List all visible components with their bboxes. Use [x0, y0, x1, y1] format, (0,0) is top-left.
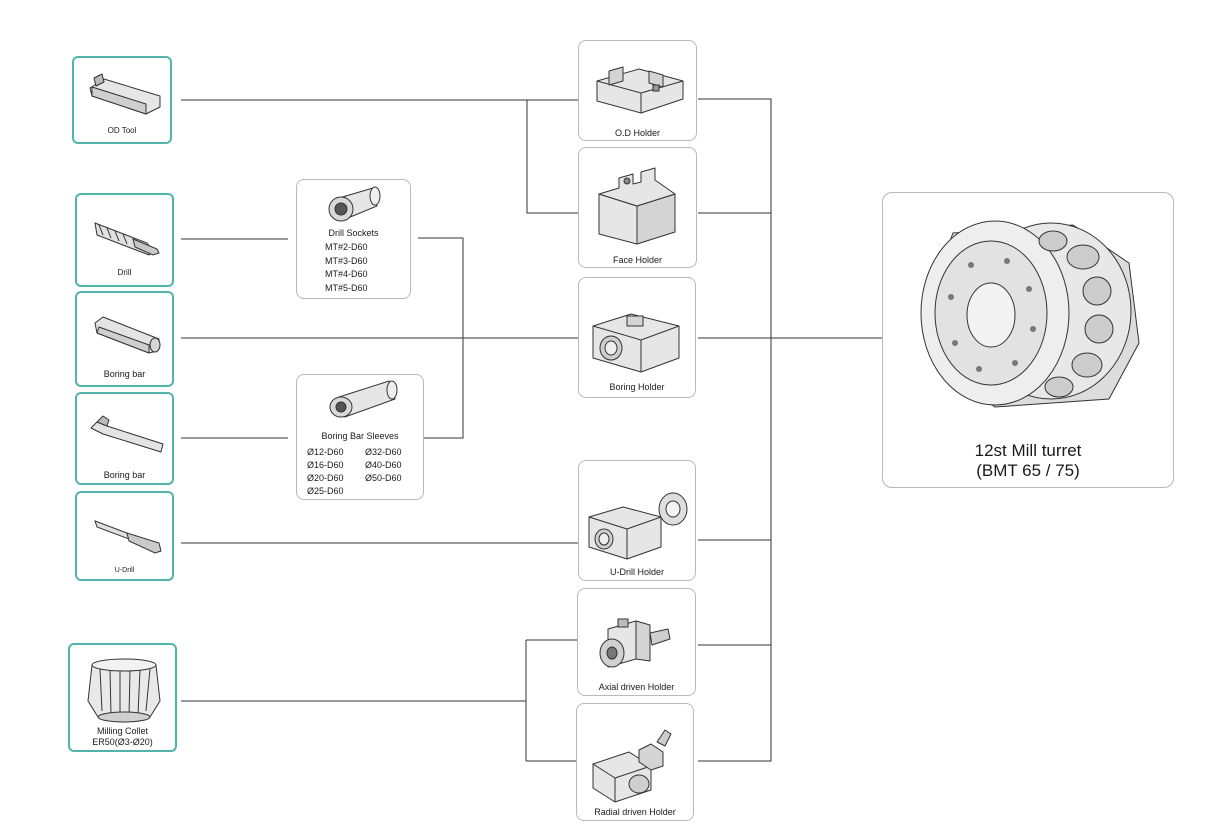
axial-driven-holder-illustration	[599, 618, 671, 668]
boring-bar-2-label: Boring bar	[103, 470, 146, 480]
boring-holder-illustration	[592, 313, 680, 373]
face-holder-illustration	[598, 167, 676, 245]
drill-card[interactable]: Drill	[75, 193, 174, 287]
connector-holders-bus	[698, 98, 882, 762]
sleeve-item: Ø16-D60	[307, 460, 344, 470]
drill-socket-item: MT#3-D60	[325, 255, 368, 266]
od-tool-illustration	[89, 73, 161, 115]
boring-holder-card[interactable]: Boring Holder	[578, 277, 696, 398]
turret-subtitle: (BMT 65 / 75)	[976, 461, 1080, 480]
radial-driven-holder-label: Radial driven Holder	[594, 807, 676, 817]
boring-bar-sleeves-illustration	[329, 380, 398, 418]
sleeve-item: Ø12-D60	[307, 447, 344, 457]
mill-turret-card[interactable]: 12st Mill turret (BMT 65 / 75)	[882, 192, 1174, 488]
boring-bar-1-card[interactable]: Boring bar	[75, 291, 174, 387]
boring-bar-1-label: Boring bar	[103, 369, 146, 379]
milling-collet-card[interactable]: Milling Collet ER50(Ø3-Ø20)	[68, 643, 177, 752]
milling-collet-illustration	[87, 658, 161, 723]
od-tool-card[interactable]: OD Tool	[72, 56, 172, 144]
u-drill-holder-label: U-Drill Holder	[609, 567, 664, 577]
connector-collet	[181, 639, 578, 762]
radial-driven-holder-illustration	[592, 729, 672, 803]
boring-holder-label: Boring Holder	[609, 382, 665, 392]
boring-bar-sleeves-title: Boring Bar Sleeves	[321, 431, 399, 441]
boring-bar-1-illustration	[94, 316, 161, 354]
od-tool-label: OD Tool	[107, 126, 137, 135]
boring-bar-sleeves-card[interactable]: Boring Bar Sleeves Ø12-D60 Ø32-D60 Ø16-D…	[296, 374, 424, 500]
od-holder-card[interactable]: O.D Holder	[578, 40, 697, 141]
drill-socket-item: MT#5-D60	[325, 282, 368, 293]
face-holder-card[interactable]: Face Holder	[578, 147, 697, 268]
boring-bar-sleeves-list: Ø12-D60 Ø32-D60 Ø16-D60 Ø40-D60 Ø20-D60 …	[307, 446, 423, 498]
u-drill-holder-illustration	[588, 492, 688, 560]
u-drill-holder-card[interactable]: U-Drill Holder	[578, 460, 696, 581]
sleeve-item: Ø40-D60	[365, 460, 402, 470]
boring-bar-2-illustration	[90, 415, 164, 453]
drill-socket-item: MT#4-D60	[325, 269, 368, 279]
connector-od-tool	[181, 99, 580, 214]
sleeve-item: Ø32-D60	[365, 447, 402, 457]
od-holder-label: O.D Holder	[614, 128, 660, 138]
od-holder-illustration	[596, 66, 684, 114]
sleeve-item: Ø20-D60	[307, 473, 344, 483]
drill-socket-item: MT#2-D60	[325, 242, 368, 252]
radial-driven-holder-card[interactable]: Radial driven Holder	[576, 703, 694, 821]
sleeve-item: Ø50-D60	[365, 473, 402, 483]
drill-sockets-list: MT#2-D60 MT#3-D60 MT#4-D60 MT#5-D60	[325, 241, 368, 295]
u-drill-illustration	[94, 520, 162, 554]
axial-driven-holder-card[interactable]: Axial driven Holder	[577, 588, 696, 696]
drill-illustration	[94, 222, 160, 256]
u-drill-card[interactable]: U-Drill	[75, 491, 174, 581]
mill-turret-illustration	[920, 220, 1140, 408]
u-drill-label: U-Drill	[114, 567, 135, 574]
milling-collet-label-2: ER50(Ø3-Ø20)	[92, 737, 153, 747]
axial-driven-holder-label: Axial driven Holder	[598, 682, 675, 692]
face-holder-label: Face Holder	[612, 255, 663, 265]
milling-collet-label-1: Milling Collet	[96, 726, 149, 736]
sleeve-item: Ø25-D60	[307, 486, 344, 496]
drill-sockets-illustration	[328, 186, 381, 222]
boring-bar-2-card[interactable]: Boring bar	[75, 392, 174, 485]
drill-sockets-card[interactable]: Drill Sockets MT#2-D60 MT#3-D60 MT#4-D60…	[296, 179, 411, 299]
drill-sockets-title: Drill Sockets	[328, 228, 379, 238]
drill-label: Drill	[117, 268, 132, 277]
turret-title: 12st Mill turret	[974, 441, 1082, 460]
